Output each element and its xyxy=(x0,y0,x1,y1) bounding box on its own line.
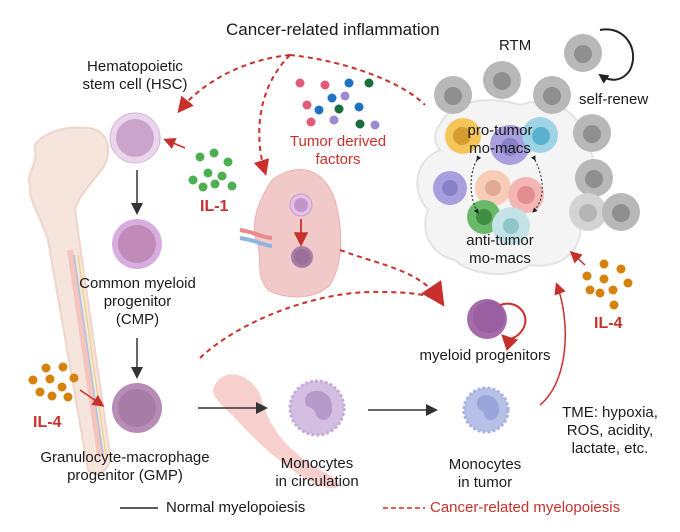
monocytes-tumor-label: Monocytes in tumor xyxy=(435,456,535,492)
il4-right-label: IL-4 xyxy=(594,315,623,332)
monocytes-circulation-label: Monocytes in circulation xyxy=(262,455,372,491)
cmp-label: Common myeloid progenitor (CMP) xyxy=(60,275,215,329)
monocytes-tumor-line1: Monocytes xyxy=(448,456,522,473)
monocyte-circulation-cell xyxy=(288,379,346,437)
diagram-title: Cancer-related inflammation xyxy=(226,20,440,39)
tumor-factors-line2: factors xyxy=(315,151,361,168)
hsc-label-line2: stem cell (HSC) xyxy=(82,76,188,93)
tumor-factor-dots xyxy=(295,78,380,130)
il4-left-dots xyxy=(28,362,79,402)
anti-tumor-line2: mo-macs xyxy=(469,250,531,267)
rtm-cells xyxy=(434,28,640,231)
monocytes-tumor-line2: in tumor xyxy=(457,474,513,491)
pro-tumor-label: pro-tumor mo-macs xyxy=(460,122,540,158)
cmp-label-line1: Common myeloid xyxy=(79,275,196,292)
tme-line2: ROS, acidity, xyxy=(566,422,654,439)
hsc-label-line1: Hematopoietic xyxy=(87,58,183,75)
arrow-il4-to-gmp xyxy=(79,389,105,407)
gmp-cell xyxy=(112,383,162,433)
arrow-il1-to-hsc xyxy=(163,137,186,150)
self-renew-label: self-renew xyxy=(579,91,649,108)
tumor-factors-label: Tumor derived factors xyxy=(278,133,398,169)
monocytes-circulation-line2: in circulation xyxy=(275,473,359,490)
tumor-factors-line1: Tumor derived xyxy=(289,133,387,150)
il1-label: IL-1 xyxy=(200,198,229,215)
blood-vessel xyxy=(213,374,339,489)
pro-tumor-line2: mo-macs xyxy=(469,140,531,157)
legend-normal-label: Normal myelopoiesis xyxy=(166,499,306,516)
mo-mac-cells xyxy=(433,117,558,245)
monocyte-tumor-cell xyxy=(462,386,510,434)
cmp-label-line2: progenitor xyxy=(103,293,172,310)
il4-left-label: IL-4 xyxy=(33,414,62,431)
gmp-label-line1: Granulocyte-macrophage xyxy=(40,449,210,466)
arrow-tme-to-momacs xyxy=(539,282,566,406)
pro-tumor-line1: pro-tumor xyxy=(467,122,533,139)
monocytes-circulation-line1: Monocytes xyxy=(280,455,354,472)
myeloid-progenitor-cell xyxy=(467,299,527,352)
myeloid-progenitors-label: myeloid progenitors xyxy=(419,347,551,364)
gmp-label-line2: progenitor (GMP) xyxy=(67,467,183,484)
il1-dots xyxy=(188,148,237,192)
anti-tumor-line1: anti-tumor xyxy=(466,232,534,249)
cancer-related-arrows xyxy=(177,54,445,359)
hsc-cell xyxy=(109,112,161,164)
il4-right-dots xyxy=(582,259,633,310)
gmp-label: Granulocyte-macrophage progenitor (GMP) xyxy=(25,449,225,485)
hsc-label: Hematopoietic stem cell (HSC) xyxy=(70,58,200,94)
arrow-il4-to-momacs xyxy=(569,250,586,266)
cmp-cell xyxy=(112,219,162,269)
anti-tumor-label: anti-tumor mo-macs xyxy=(455,232,545,268)
bone-illustration xyxy=(27,126,112,475)
rtm-label: RTM xyxy=(499,37,532,54)
cmp-label-line3: (CMP) xyxy=(115,311,160,328)
legend-cancer-label: Cancer-related myelopoiesis xyxy=(430,499,621,516)
tme-label: TME: hypoxia, ROS, acidity, lactate, etc… xyxy=(555,404,665,458)
spleen-illustration xyxy=(239,169,342,298)
tme-line3: lactate, etc. xyxy=(571,440,649,457)
tme-line1: TME: hypoxia, xyxy=(562,404,658,421)
self-renew-arrow xyxy=(598,28,635,84)
